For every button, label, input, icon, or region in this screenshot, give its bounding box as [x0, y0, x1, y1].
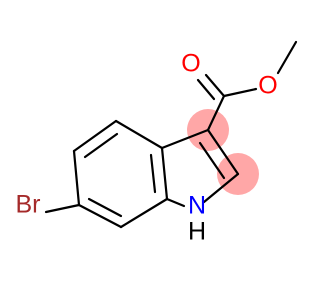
nitrogen-label: N [188, 192, 206, 220]
bond-c3-c2 [206, 128, 240, 176]
bromine-label: Br [16, 191, 41, 219]
nh-hydrogen-label: H [188, 218, 206, 246]
bond-c6-c7-inner [87, 197, 123, 218]
bond-c7a-c3a [160, 146, 169, 201]
bond-c3a-c4 [114, 119, 164, 150]
bond-c3-carbonyl [206, 94, 226, 132]
bond-c4-c5-inner [83, 132, 119, 159]
bond-c6-c7 [77, 203, 123, 229]
bond-c3-c2-inner [198, 141, 226, 180]
structure-canvas: Br N H O O [16, 40, 298, 246]
bond-n1-c7a [165, 197, 186, 208]
bond-c4-c5 [72, 119, 118, 153]
bond-c2-n1 [202, 172, 240, 204]
bond-c7-c7a [119, 197, 169, 229]
bond-carbonyl-oester [222, 87, 258, 98]
bond-c3a-c3 [160, 128, 210, 150]
bond-c7a-c3a-inner [149, 153, 157, 194]
bond-oester-methyl [276, 40, 298, 75]
bond-c6-br [44, 203, 81, 214]
carbonyl-oxygen-label: O [181, 50, 200, 78]
bond-carbonyl-o [204, 73, 226, 98]
bond-carbonyl-o-double [196, 78, 216, 101]
ester-oxygen-label: O [258, 72, 277, 100]
bond-c5-c6 [72, 149, 81, 207]
molecule-diagram: Br N H O O [16, 40, 298, 246]
